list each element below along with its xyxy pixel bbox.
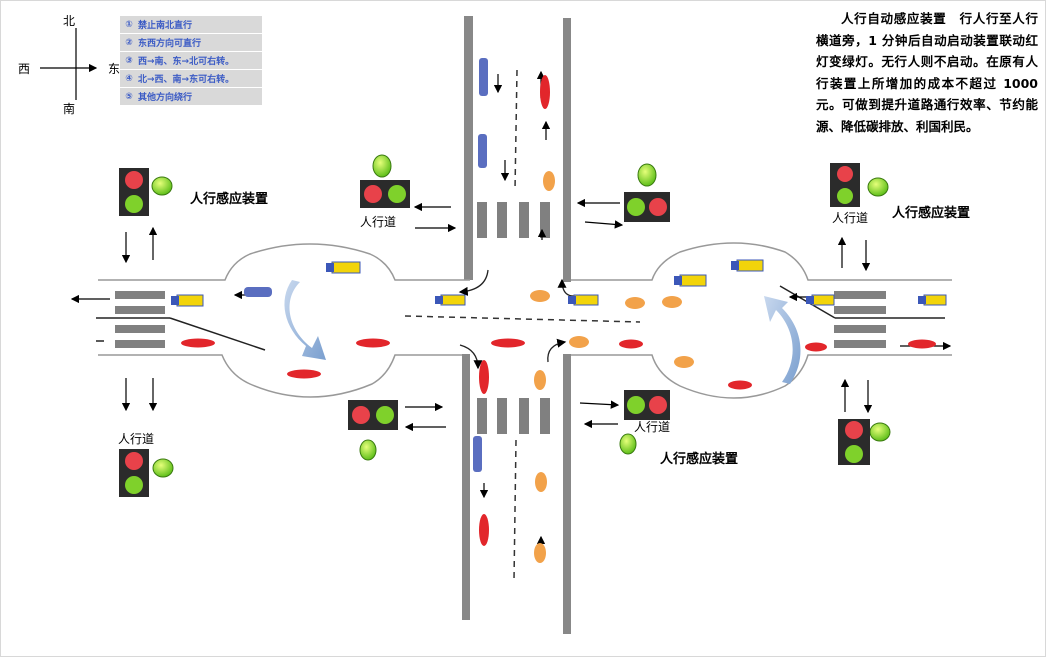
sensor-balls [151, 154, 891, 478]
compass-south: 南 [63, 102, 76, 116]
description-text: 人行自动感应装置 行人行至人行横道旁，1 分钟后自动启动装置联动红灯变绿灯。无行… [816, 11, 1038, 134]
compass-cross [40, 28, 98, 100]
compass-north: 北 [63, 14, 76, 28]
crosswalk-west [115, 291, 165, 348]
ped-signal-s-right [624, 390, 670, 420]
center-lane-divider [404, 315, 641, 323]
turn-arrow-sw [459, 344, 483, 370]
crosswalk-south [477, 398, 550, 434]
west-road-north-edge [98, 243, 470, 281]
compass-west: 西 [18, 62, 31, 76]
north-lane-divider [514, 69, 518, 191]
ped-signal-se [838, 419, 870, 465]
west-road-south-edge [98, 354, 462, 398]
turn-arrow-ne [557, 278, 581, 297]
vehicles [171, 58, 947, 563]
south-road-west-edge [462, 354, 470, 620]
sensor-label-ne: 人行感应装置 [892, 206, 971, 221]
ped-signal-n-left [360, 180, 410, 208]
crosswalk-label-s: 人行道 [634, 420, 671, 434]
west-turn-line [169, 317, 266, 351]
ped-signal-n-right [624, 192, 670, 222]
crosswalk-north [477, 202, 550, 238]
crosswalk-label-ne: 人行道 [832, 211, 869, 225]
sensor-label-nw: 人行感应装置 [190, 192, 269, 207]
flow-arrows [70, 70, 952, 555]
south-lane-divider [513, 439, 517, 581]
south-road-east-edge [563, 354, 571, 634]
crosswalk-east [834, 291, 886, 348]
north-road-east-edge [563, 18, 571, 282]
ped-signal-nw [119, 168, 149, 216]
west-uturn-arrow [284, 280, 326, 360]
sensor-label-s: 人行感应装置 [660, 452, 739, 467]
east-uturn-arrow [764, 296, 801, 384]
turn-arrow-nw [458, 269, 489, 296]
north-road-west-edge [464, 16, 473, 280]
ped-signal-sw [119, 449, 149, 497]
east-road-south-edge [571, 354, 952, 399]
crosswalk-label-n: 人行道 [360, 215, 397, 229]
ped-signal-s-left [348, 400, 398, 430]
ped-signal-ne [830, 163, 860, 207]
compass-east: 东 [108, 62, 121, 76]
crosswalk-label-w: 人行道 [118, 432, 155, 446]
east-road-north-edge [571, 242, 952, 281]
turn-arrow-se [547, 338, 567, 363]
